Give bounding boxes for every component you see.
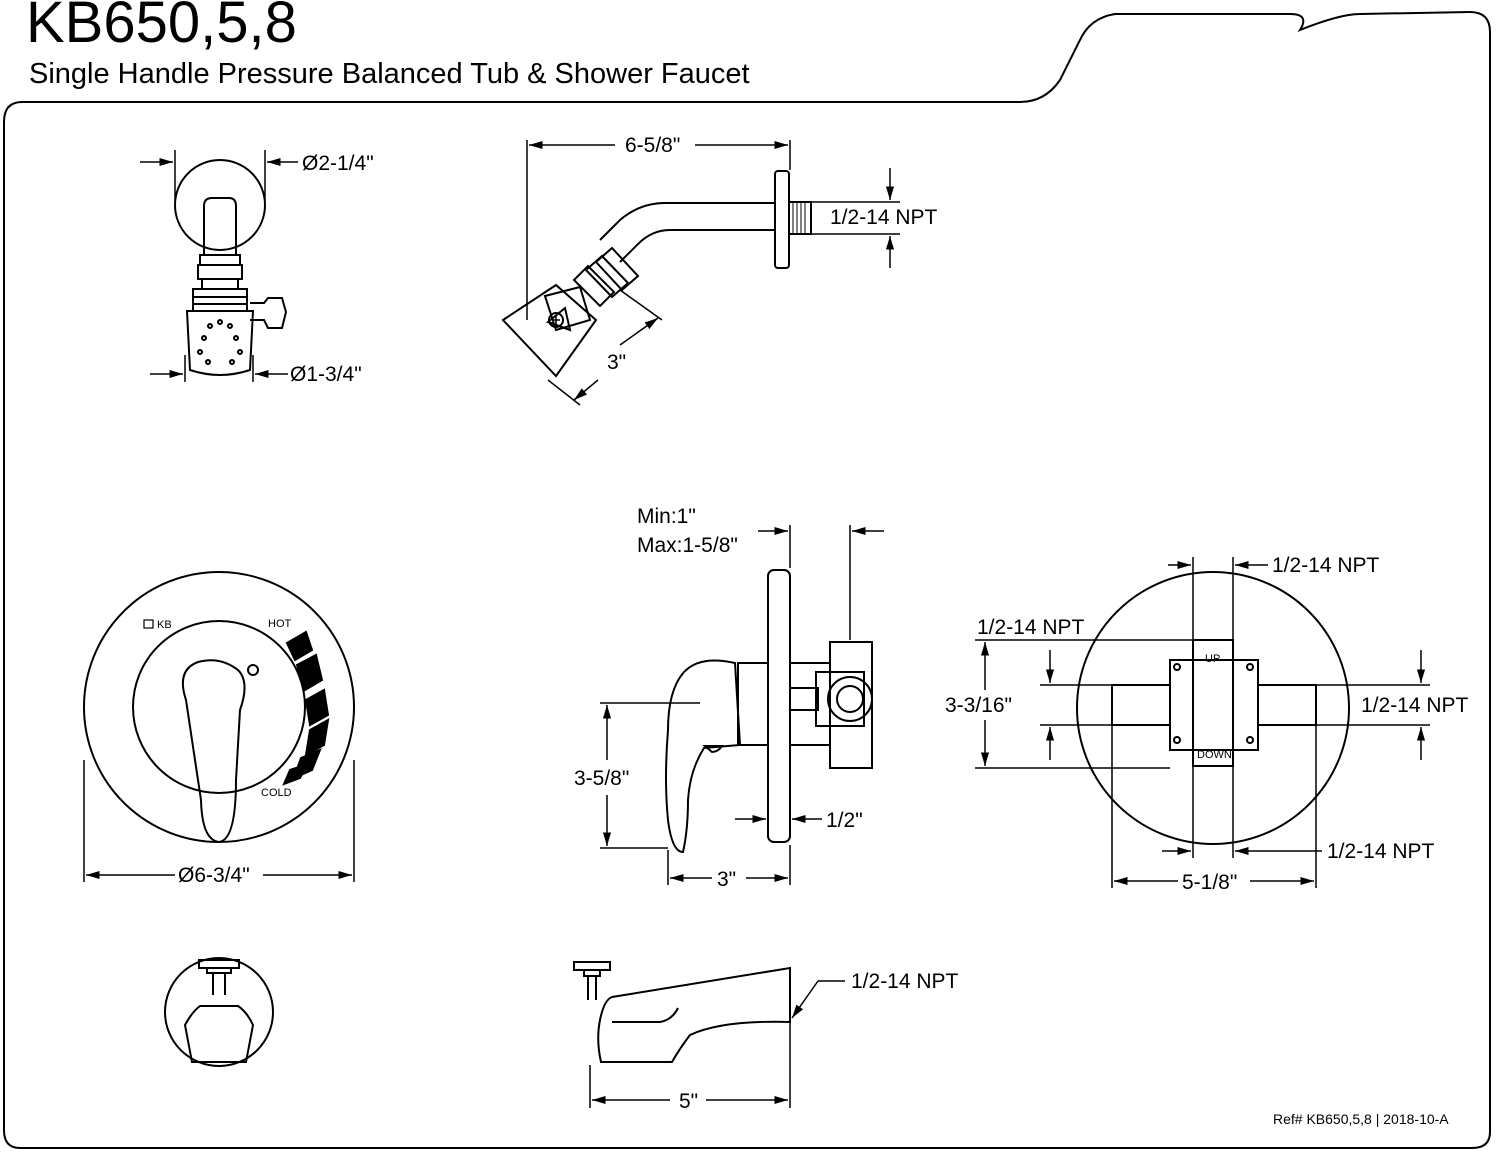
valve-trim-front-view [83,571,355,882]
valve-body-rear-view [975,557,1430,888]
valve-side-view [600,525,884,885]
sheet-frame [3,10,1491,1149]
body-width-label: 5-1/8" [1182,871,1237,894]
bottom-port-label: 1/2-14 NPT [1327,840,1435,863]
shower-flange-diameter-label: Ø2-1/4" [302,152,374,175]
cold-label: COLD [261,787,292,799]
plate-diameter-label: Ø6-3/4" [178,864,250,887]
down-label: DOWN [1197,749,1232,761]
tub-spout-front-view [164,957,274,1067]
hot-label: HOT [268,618,292,630]
wall-min-label: Min:1" [637,505,696,528]
port-spacing-label: 3-3/16" [945,694,1012,717]
shower-arm-length-label: 6-5/8" [625,134,680,157]
product-description: Single Handle Pressure Balanced Tub & Sh… [29,58,750,90]
handle-height-label: 3-5/8" [574,767,629,790]
right-port-label: 1/2-14 NPT [1361,694,1469,717]
shower-arm-thread-label: 1/2-14 NPT [830,206,938,229]
shower-head-diameter-label: Ø1-3/4" [290,363,362,386]
brand-logo-text: KB [157,619,172,631]
reference-code: Ref# KB650,5,8 | 2018-10-A [1273,1111,1449,1127]
up-label: UP [1205,653,1220,665]
model-title: KB650,5,8 [26,0,297,55]
shower-head-front-view [140,150,298,382]
shower-arm-side-view [501,140,900,406]
trim-depth-label: 1/2" [826,809,863,832]
top-port-label: 1/2-14 NPT [1272,554,1380,577]
left-port-label: 1/2-14 NPT [977,616,1085,639]
shower-head-depth-label: 3" [607,351,626,374]
valve-projection-label: 3" [717,868,736,891]
tub-spout-side-view [573,961,845,1108]
wall-max-label: Max:1-5/8" [637,534,738,557]
spout-thread-label: 1/2-14 NPT [851,970,959,993]
spout-length-label: 5" [679,1090,698,1113]
